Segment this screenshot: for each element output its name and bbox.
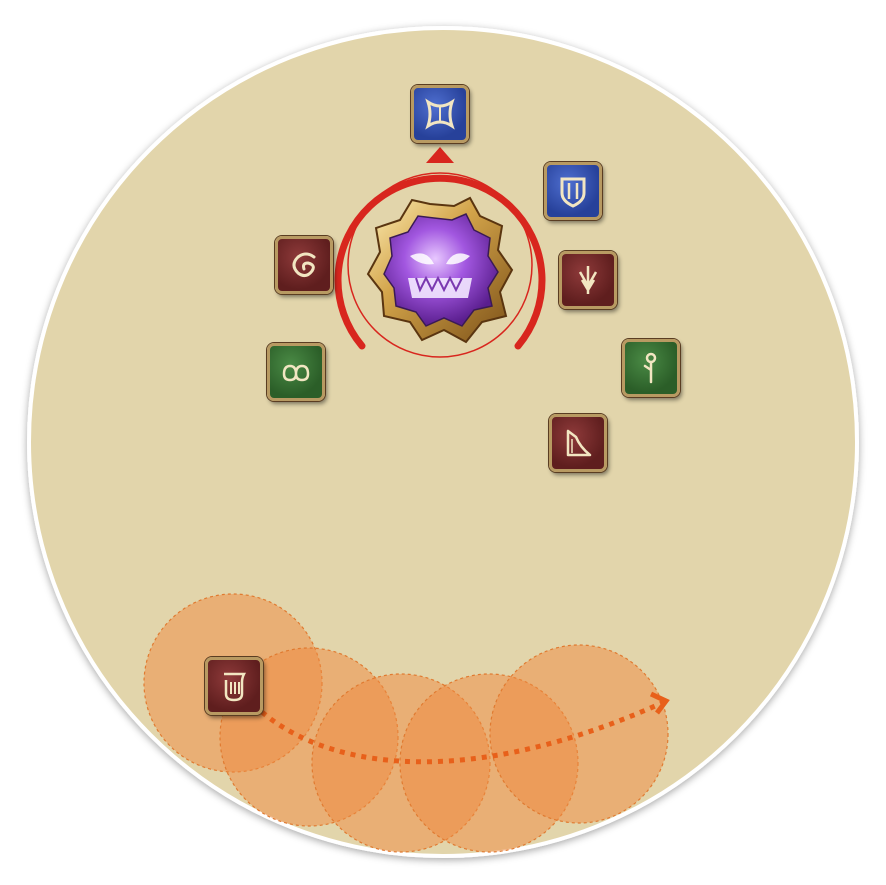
ninja-marker[interactable]: [275, 236, 333, 294]
bard-harp-icon: [566, 429, 592, 457]
paladin-marker[interactable]: [544, 162, 602, 220]
warrior-axe-icon: [425, 98, 455, 130]
boss-ring: [334, 147, 546, 358]
boss-icon: [366, 196, 514, 344]
bard-marker[interactable]: [549, 414, 607, 472]
black-mage-hat-icon: [224, 672, 247, 702]
scholar-marker[interactable]: [267, 343, 325, 401]
scholar-glyph-icon: [282, 364, 310, 382]
ninja-swirl-icon: [292, 252, 316, 278]
boss-facing-marker: [426, 147, 454, 163]
dragoon-marker[interactable]: [559, 251, 617, 309]
paladin-shield-icon: [560, 177, 586, 208]
white-mage-marker[interactable]: [622, 339, 680, 397]
warrior-marker[interactable]: [411, 85, 469, 143]
arrow-head-icon: [649, 691, 670, 715]
black-mage-marker[interactable]: [205, 657, 263, 715]
dragoon-lance-icon: [578, 266, 598, 294]
white-mage-staff-icon: [643, 352, 657, 384]
